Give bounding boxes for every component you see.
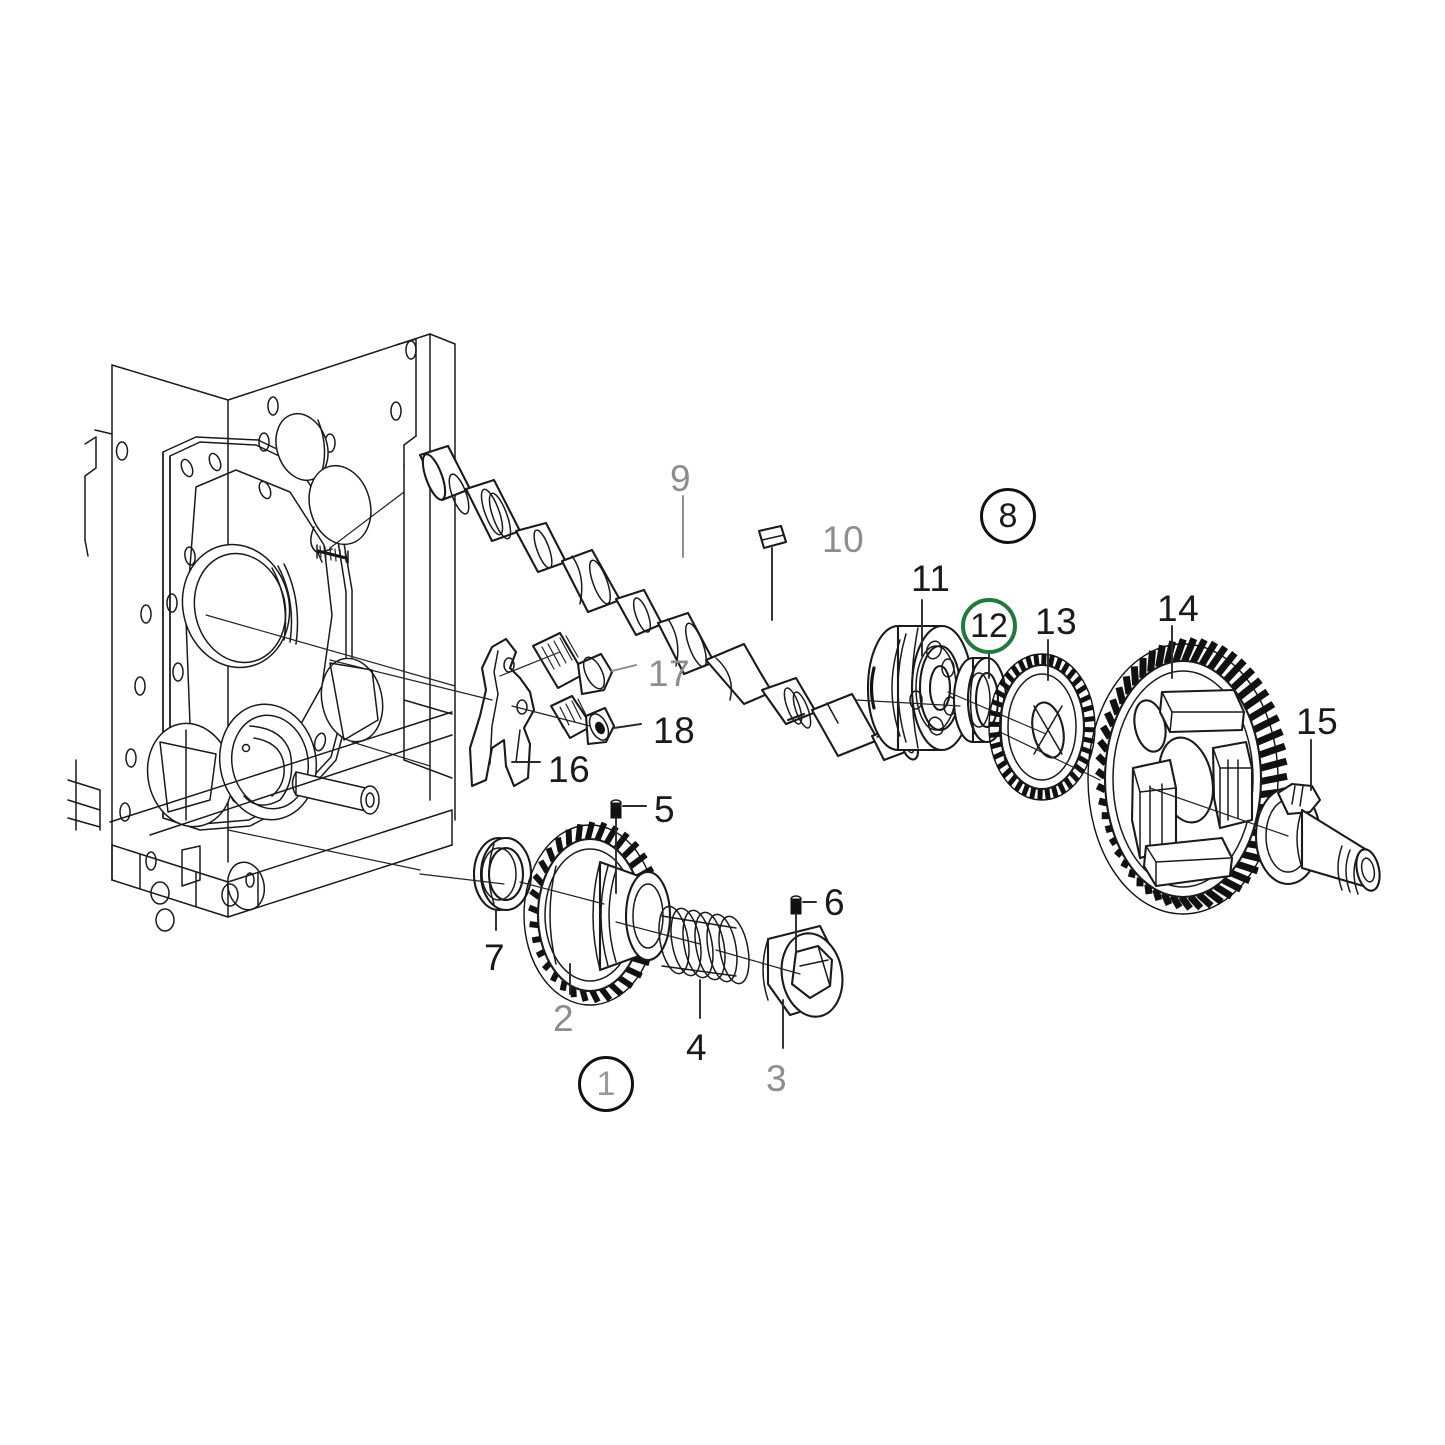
callout-badge-12[interactable]: 12 bbox=[961, 598, 1017, 654]
callout-label-2[interactable]: 2 bbox=[553, 998, 575, 1039]
callout-badge-label-12: 12 bbox=[970, 607, 1008, 645]
helical-drive-gear-part-14 bbox=[1087, 637, 1288, 915]
callout-label-5[interactable]: 5 bbox=[654, 789, 676, 830]
callout-badge-8[interactable]: 8 bbox=[980, 488, 1036, 544]
tensioner-bracket-part-16 bbox=[468, 637, 536, 788]
callout-label-11[interactable]: 11 bbox=[911, 558, 951, 599]
callout-label-9[interactable]: 9 bbox=[670, 458, 692, 499]
spring-coils bbox=[658, 905, 750, 985]
callout-badge-label-1: 1 bbox=[596, 1065, 616, 1103]
crank-timing-gear-part-2 bbox=[523, 821, 672, 1006]
governor-shaft-flange-part-15 bbox=[1254, 782, 1381, 895]
socket-cap-screw-part-18 bbox=[549, 694, 642, 746]
dowel-pin-part-5 bbox=[610, 799, 647, 894]
sleeve-hub-part-3 bbox=[762, 924, 844, 1018]
hex-head-bolt-part-17 bbox=[531, 631, 637, 696]
idler-spur-gear-part-13 bbox=[988, 653, 1096, 801]
callout-label-17[interactable]: 17 bbox=[648, 653, 691, 694]
callout-badge-1[interactable]: 1 bbox=[578, 1056, 634, 1112]
block-spring-pin bbox=[316, 544, 349, 564]
callout-label-10[interactable]: 10 bbox=[822, 519, 865, 560]
woodruff-key-part-10 bbox=[757, 524, 788, 621]
callout-label-3[interactable]: 3 bbox=[766, 1058, 788, 1099]
dowel-pin-part-6 bbox=[790, 895, 817, 955]
callout-label-6[interactable]: 6 bbox=[824, 882, 846, 923]
callout-label-7[interactable]: 7 bbox=[484, 937, 506, 978]
gear-weight-blocks bbox=[1130, 688, 1254, 888]
callout-label-14[interactable]: 14 bbox=[1157, 588, 1200, 629]
callout-badge-label-8: 8 bbox=[998, 497, 1018, 535]
callout-label-18[interactable]: 18 bbox=[653, 710, 696, 751]
thrust-washer-part-12 bbox=[952, 656, 1008, 744]
callout-label-13[interactable]: 13 bbox=[1035, 601, 1078, 642]
callout-label-15[interactable]: 15 bbox=[1296, 701, 1339, 742]
coil-spring-part-4 bbox=[658, 905, 750, 1013]
leader-lines bbox=[205, 491, 1312, 1049]
callout-label-16[interactable]: 16 bbox=[548, 749, 591, 790]
engine-block-housing bbox=[67, 333, 456, 932]
callout-label-4[interactable]: 4 bbox=[686, 1027, 708, 1068]
thrust-ring-part-7 bbox=[472, 836, 533, 912]
